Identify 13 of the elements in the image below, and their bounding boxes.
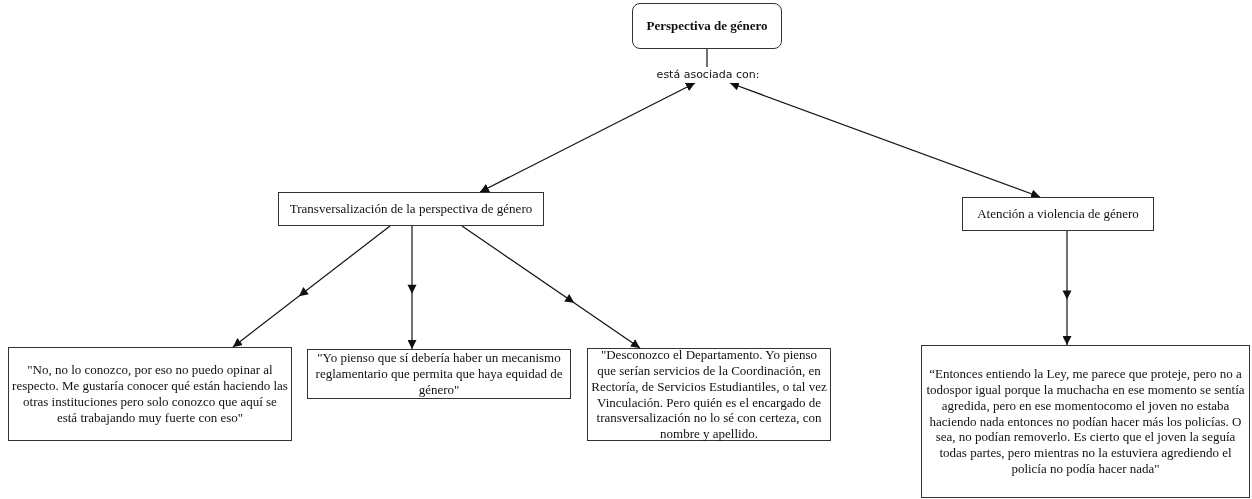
concept-box: [278, 192, 544, 226]
quote-text: "Desconozco el Departamento. Yo pienso que serían servicios de la Coordinación, en Rectoría, de Servicios Estudiantiles, o tal vez Vinculación. Pero quién es el encargado de transversalización no lo sé con certeza, con nombre y apellido.: [591, 346, 827, 443]
concept-label: Perspectiva de género: [646, 18, 768, 34]
concept-label: Atención a violencia de género: [977, 206, 1139, 222]
quote-text: “Entonces entiendo la Ley, me parece que proteje, pero no a todospor igual porque la muchacha en ese momento se sentía agredida, pero en ese momentocomo el joven no estaba haciendo nada entonces no podían hacer más los policías. O sea, no podían removerlo. Es cierto que el joven la seguía todas partes, pero mientras no la estuviera agrediendo el policía no podía hacer nada": [925, 366, 1246, 477]
quote-text: "Yo pienso que sí debería haber un mecanismo reglamentario que permita que haya equidad de género": [314, 350, 564, 398]
concept-box: [962, 197, 1154, 231]
quote-box: [8, 347, 292, 441]
concept-box: [632, 3, 782, 49]
quote-box: [921, 345, 1250, 498]
quote-text: "No, no lo conozco, por eso no puedo opinar al respecto. Me gustaría conocer qué están haciendo las otras instituciones pero solo conozco que aquí se está trabajando muy fuerte con eso": [12, 362, 288, 426]
linking-phrase: está asociada con:: [656, 68, 760, 82]
concept-label: Transversalización de la perspectiva de género: [289, 201, 533, 217]
